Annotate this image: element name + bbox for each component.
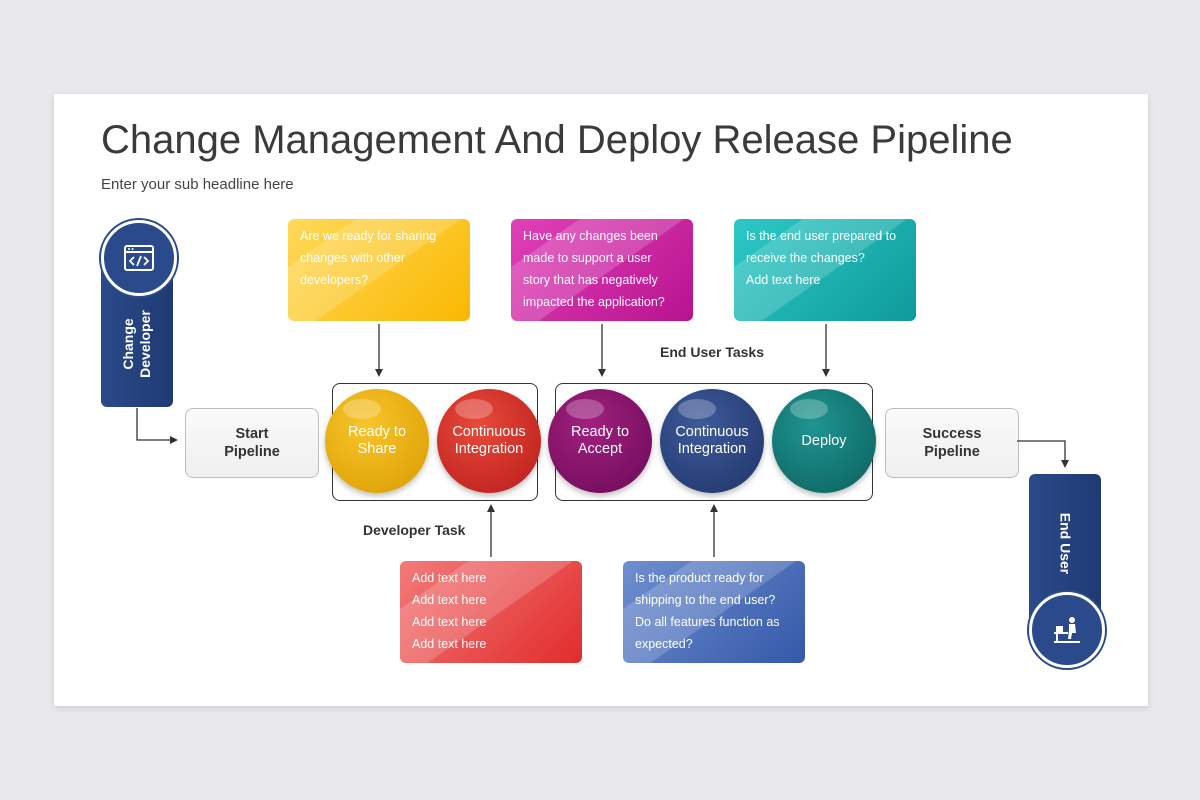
ready-to-accept-node: Ready to Accept: [548, 389, 652, 493]
page-title: Change Management And Deploy Release Pip…: [101, 118, 1013, 162]
note-line: Is the end user prepared to: [746, 229, 897, 243]
success-pipeline-box: Success Pipeline: [885, 408, 1019, 478]
note-ready-to-share: Are we ready for sharing changes with ot…: [288, 219, 470, 321]
note-line: Add text here: [746, 273, 821, 287]
node-label: Continuous Integration: [675, 424, 749, 457]
note-line: made to support a user: [523, 251, 652, 265]
note-continuous-integration: Add text here Add text here Add text her…: [400, 561, 582, 663]
note-line: receive the changes?: [746, 251, 865, 265]
developer-label: Change Developer: [120, 310, 153, 378]
note-deploy: Is the end user prepared to receive the …: [734, 219, 916, 321]
node-label: Continuous Integration: [452, 424, 526, 457]
code-window-icon: [124, 245, 154, 271]
ready-to-share-node: Ready to Share: [325, 389, 429, 493]
node-label: Ready to Share: [347, 424, 407, 457]
node-label: Ready to Accept: [570, 424, 630, 457]
note-line: impacted the application?: [523, 295, 665, 309]
note-line: Add text here: [412, 615, 487, 629]
note-ready-to-accept: Have any changes been made to support a …: [511, 219, 693, 321]
node-label: Deploy: [801, 432, 847, 449]
note-line: developers?: [300, 273, 369, 287]
note-line: Add text here: [412, 571, 487, 585]
developer-badge: [101, 220, 177, 296]
note-line: Add text here: [412, 593, 487, 607]
deploy-node: Deploy: [772, 389, 876, 493]
note-line: Do all features function as: [635, 615, 780, 629]
note-line: changes with other: [300, 251, 405, 265]
end-user-tasks-label: End User Tasks: [660, 344, 765, 360]
note-shipping: Is the product ready for shipping to the…: [623, 561, 805, 663]
note-line: Have any changes been: [523, 229, 658, 243]
note-line: Are we ready for sharing: [300, 229, 437, 243]
person-at-desk-icon: [1054, 617, 1080, 643]
note-line: Add text here: [412, 637, 487, 651]
note-line: story that has negatively: [523, 273, 658, 287]
end-user-badge: [1029, 592, 1105, 668]
developer-task-label: Developer Task: [363, 522, 466, 538]
note-line: Is the product ready for: [635, 571, 764, 585]
note-line: expected?: [635, 637, 693, 651]
user-continuous-integration-node: Continuous Integration: [660, 389, 764, 493]
developer-continuous-integration-node: Continuous Integration: [437, 389, 541, 493]
page-subtitle: Enter your sub headline here: [101, 176, 294, 193]
end-user-label: End User: [1057, 512, 1074, 575]
start-pipeline-box: Start Pipeline: [185, 408, 319, 478]
note-line: shipping to the end user?: [635, 593, 776, 607]
